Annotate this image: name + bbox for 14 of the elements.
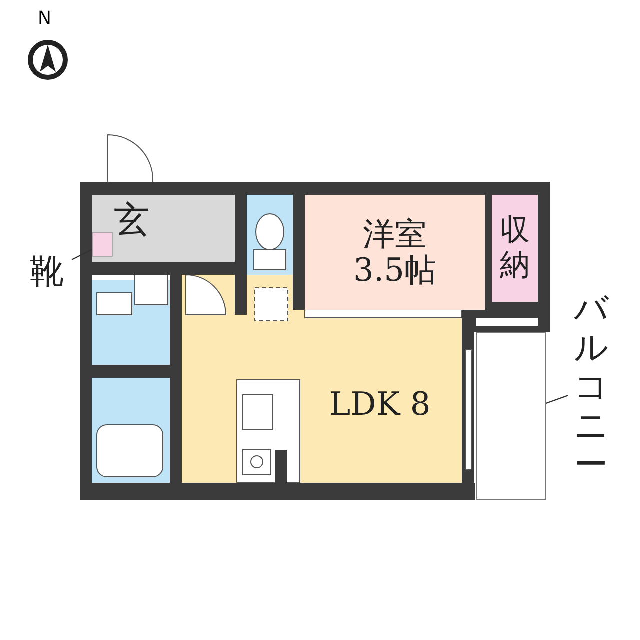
room-label: バルコニー xyxy=(574,290,608,486)
leader-line xyxy=(546,395,568,404)
room-label: 収納 xyxy=(500,214,530,283)
room-label: 靴 xyxy=(30,254,64,292)
room-label: 玄 xyxy=(114,201,150,241)
room-label: LDK 8 xyxy=(329,387,431,423)
leader-line xyxy=(72,249,92,260)
room-label: 洋室 3.5帖 xyxy=(352,217,438,288)
shoe-cabinet xyxy=(92,232,113,257)
north-label: N xyxy=(38,8,52,29)
storage-closet xyxy=(492,195,538,302)
entrance-area xyxy=(92,195,235,262)
balcony-area xyxy=(476,332,546,500)
bedroom-area xyxy=(305,195,485,310)
